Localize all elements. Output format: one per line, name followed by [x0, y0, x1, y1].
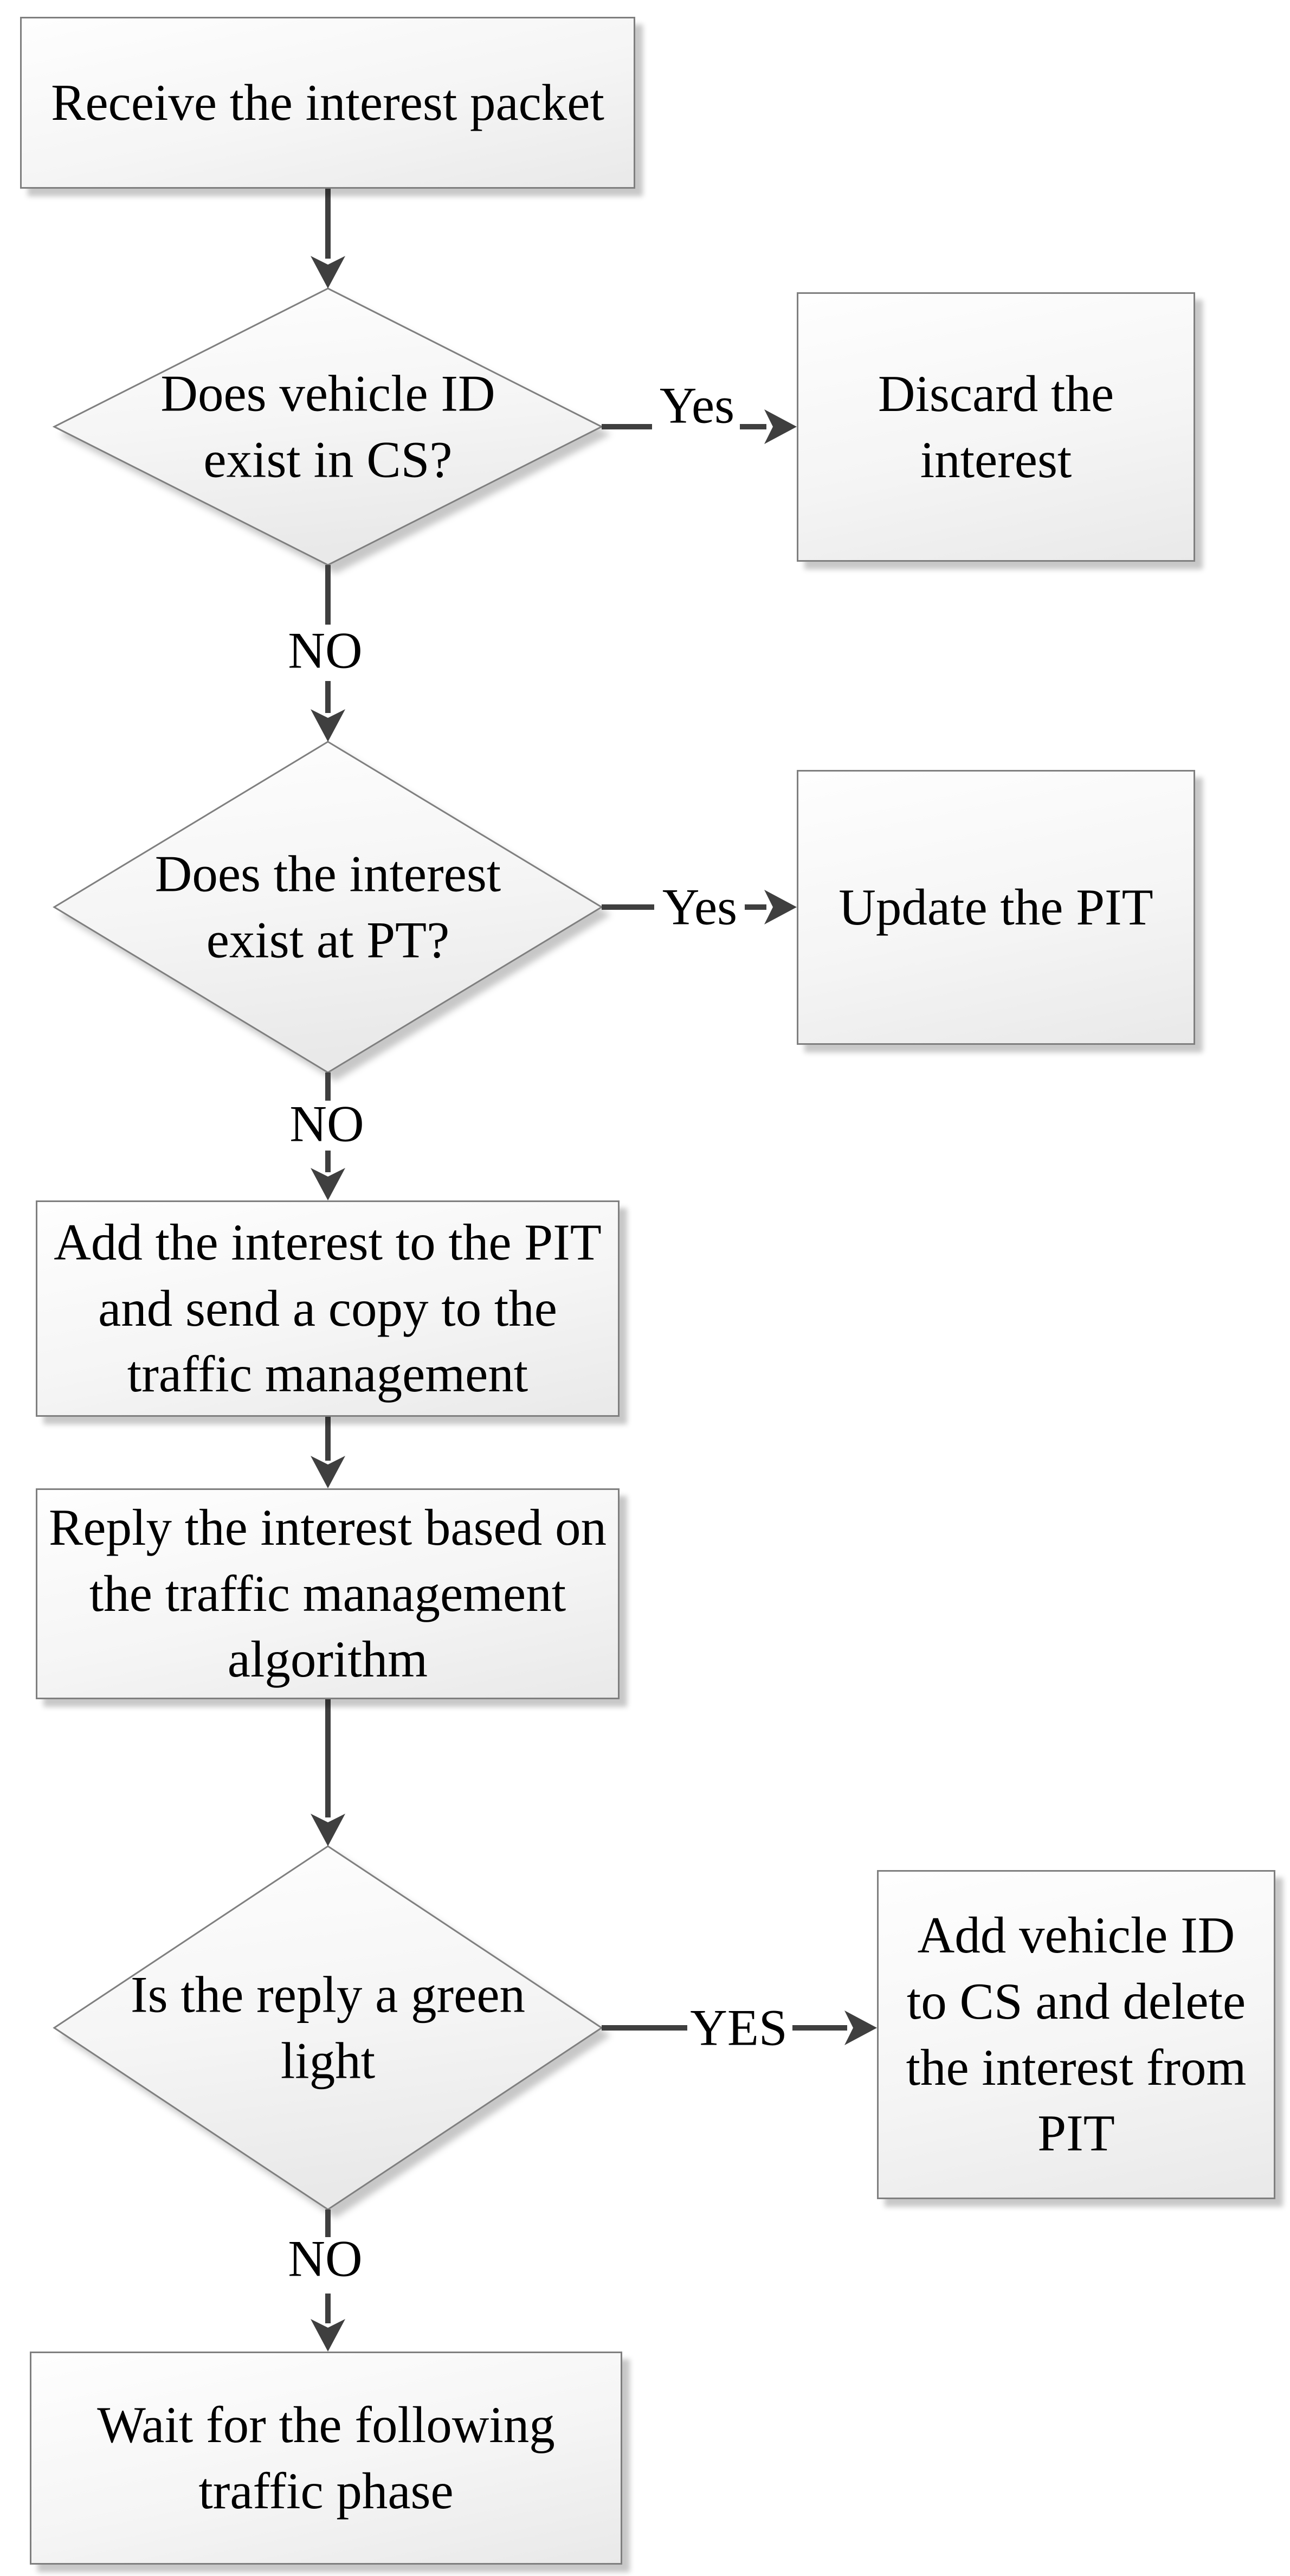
arrowhead-start-to-d1 [311, 256, 345, 288]
node-discard-interest: Discard the interest [797, 292, 1195, 562]
arrowhead-d2-to-update [764, 890, 797, 924]
arrowhead-reply-to-d3 [311, 1814, 345, 1846]
decision-vehicle-id-in-cs-shape [52, 287, 604, 566]
node-receive-interest-packet: Receive the interest packet [20, 17, 635, 189]
node-update-pit: Update the PIT [797, 770, 1195, 1045]
arrowhead-d3-to-wait [311, 2319, 345, 2352]
node-wait-traffic-phase: Wait for the following traffic phase [30, 2352, 622, 2565]
node-add-vehicle-id-to-cs: Add vehicle ID to CS and delete the inte… [877, 1870, 1275, 2199]
arrowhead-d1-to-discard [764, 409, 797, 444]
arrowhead-d3-to-addcs [844, 2010, 877, 2045]
arrowhead-addpit-to-reply [311, 1456, 345, 1488]
decision-reply-green-light-shape [53, 1845, 603, 2211]
arrowhead-d1-to-d2 [311, 709, 345, 742]
decision-interest-in-pt-shape [53, 741, 603, 1074]
node-add-interest-to-pit: Add the interest to the PIT and send a c… [36, 1200, 620, 1417]
arrowhead-d2-to-addpit [311, 1168, 345, 1200]
node-reply-interest: Reply the interest based on the traffic … [36, 1488, 620, 1699]
